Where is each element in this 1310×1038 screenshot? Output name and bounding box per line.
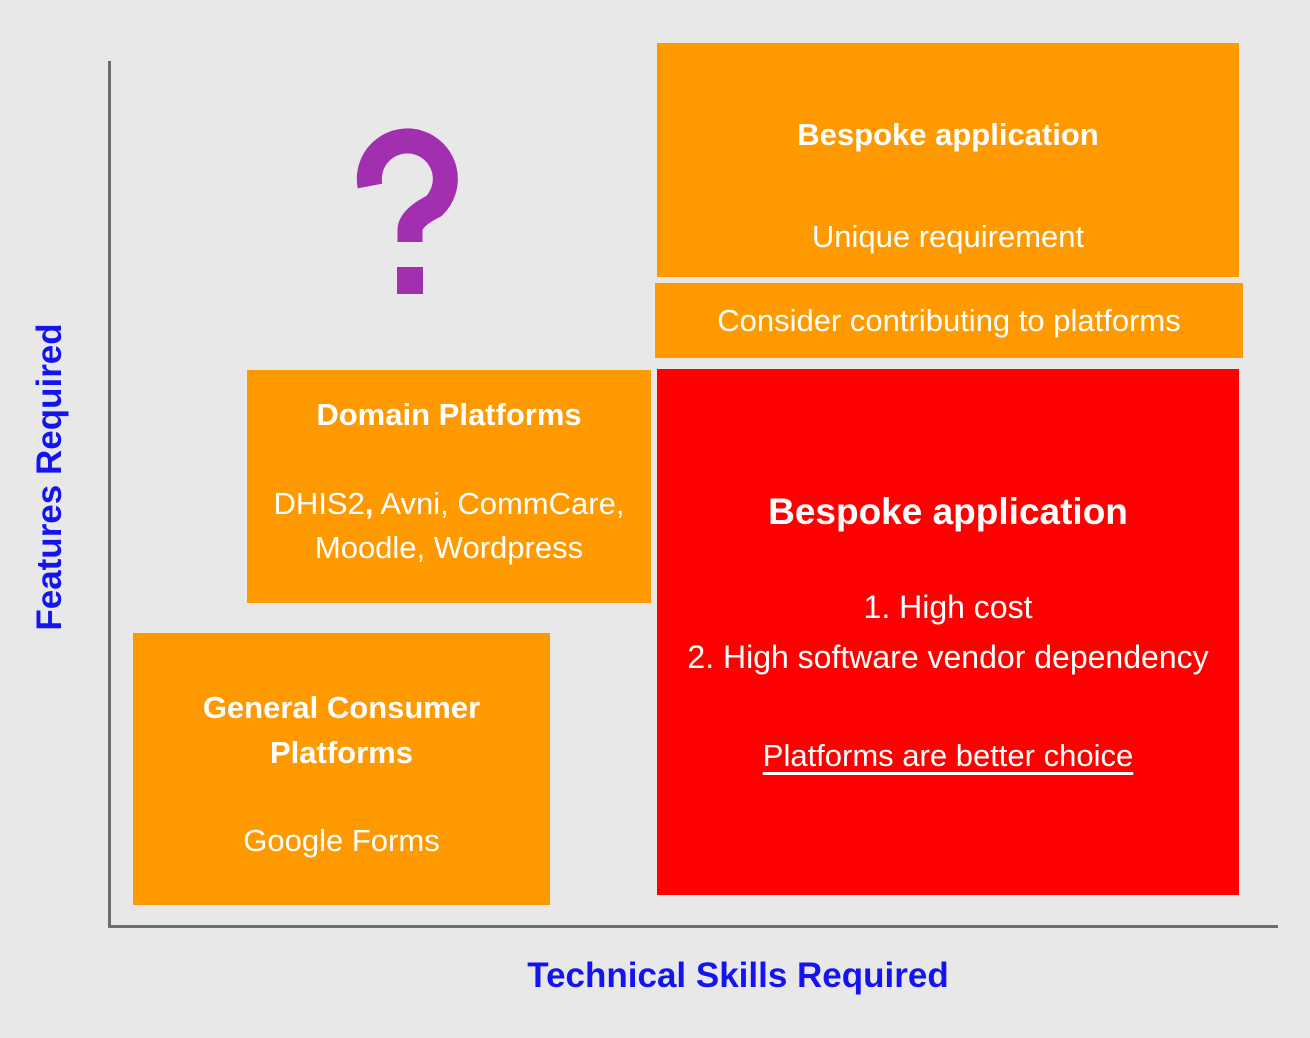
domain-platforms-rest: Avni, CommCare, bbox=[373, 486, 625, 521]
bespoke-warning-item-2: 2. High software vendor dependency bbox=[687, 639, 1209, 675]
y-axis-line bbox=[108, 61, 111, 928]
consider-contributing-text: Consider contributing to platforms bbox=[717, 302, 1181, 338]
bespoke-warning-title: Bespoke application bbox=[768, 491, 1128, 532]
domain-platforms-bold-comma: , bbox=[364, 486, 374, 521]
domain-platforms-line-2: Moodle, Wordpress bbox=[314, 530, 584, 565]
general-consumer-title-line-2: Platforms bbox=[270, 735, 413, 770]
general-consumer-body: Google Forms bbox=[243, 823, 440, 858]
bespoke-unique-box: Bespoke application Unique requirement bbox=[657, 43, 1239, 277]
bespoke-warning-items: 1. High cost 2. High software vendor dep… bbox=[687, 582, 1208, 682]
consider-contributing-box: Consider contributing to platforms bbox=[655, 283, 1243, 358]
x-axis-line bbox=[108, 925, 1278, 928]
general-consumer-title: General Consumer Platforms bbox=[203, 685, 480, 775]
domain-platforms-line-1: DHIS2, Avni, CommCare, bbox=[274, 482, 625, 526]
question-mark-icon bbox=[356, 128, 458, 294]
bespoke-unique-title: Bespoke application bbox=[797, 117, 1099, 152]
general-consumer-box: General Consumer Platforms Google Forms bbox=[133, 633, 550, 905]
domain-platforms-box: Domain Platforms DHIS2, Avni, CommCare, … bbox=[247, 370, 651, 603]
bespoke-warning-box: Bespoke application 1. High cost 2. High… bbox=[657, 369, 1239, 895]
bespoke-warning-item-1: 1. High cost bbox=[863, 589, 1033, 625]
general-consumer-title-line-1: General Consumer bbox=[202, 690, 481, 725]
y-axis-label: Features Required bbox=[30, 323, 69, 631]
x-axis-label: Technical Skills Required bbox=[527, 956, 949, 995]
domain-platforms-title: Domain Platforms bbox=[316, 397, 582, 432]
platforms-better-note: Platforms are better choice bbox=[762, 738, 1134, 773]
domain-platforms-body: DHIS2, Avni, CommCare, Moodle, Wordpress bbox=[274, 482, 625, 570]
domain-platforms-dhis2: DHIS2 bbox=[273, 486, 365, 521]
bespoke-unique-body: Unique requirement bbox=[811, 219, 1085, 254]
